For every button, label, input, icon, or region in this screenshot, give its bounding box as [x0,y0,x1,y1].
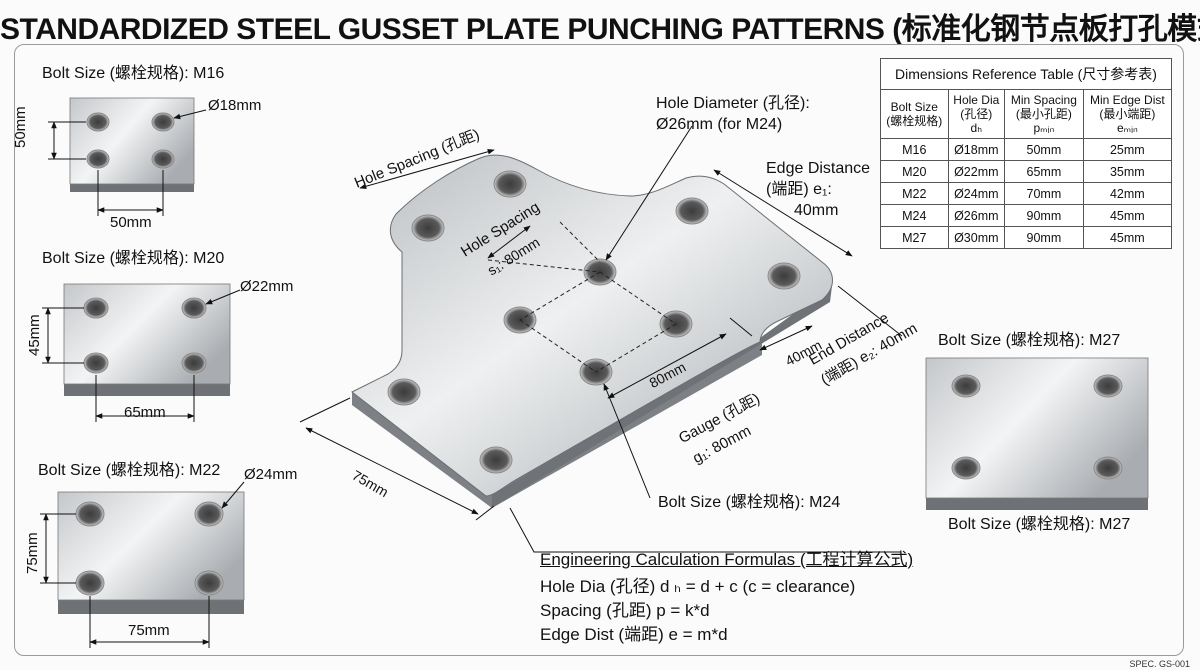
label-bolt-m24: Bolt Size (螺栓规格): M24 [658,494,841,511]
table-cell: Ø30mm [947,226,1006,249]
formula-hole-dia: Hole Dia (孔径) d ₕ = d + c (c = clearance… [540,577,856,596]
dim-m20-vertical: 45mm [26,314,43,356]
formulas-heading: Engineering Calculation Formulas (工程计算公式… [540,550,914,569]
page-title: STANDARDIZED STEEL GUSSET PLATE PUNCHING… [0,13,1200,46]
dim-m22-horizontal: 75mm [128,622,170,639]
dim-m22-vertical: 75mm [24,532,41,574]
table-cell: M22 [880,182,949,205]
table-cell: Ø26mm [947,204,1006,227]
label-bolt-m27-bottom: Bolt Size (螺栓规格): M27 [948,516,1131,533]
label-bolt-m27-top: Bolt Size (螺栓规格): M27 [938,332,1121,349]
dim-m16-horizontal: 50mm [110,214,152,231]
table-header-cell: Hole Dia(孔径)dₕ [947,89,1006,139]
drawing-frame [14,44,1184,656]
table-cell: M20 [880,160,949,183]
holes-m20 [83,297,207,374]
table-cell: 90mm [1004,226,1084,249]
table-header-cell: Min Spacing(最小孔距)pₘᵢₙ [1004,89,1084,139]
gusset-plate-m24 [299,125,903,553]
table-cell: Ø24mm [947,182,1006,205]
dimensions-reference-table: Dimensions Reference Table (尺寸参考表) Bolt … [880,58,1173,249]
spec-code: SPEC. GS-001 [1129,659,1190,669]
plate-m27 [925,357,1149,510]
hole-label-m22: Ø24mm [244,466,298,483]
label-bolt-m22: Bolt Size (螺栓规格): M22 [38,462,221,479]
label-edge-distance: Edge Distance [766,160,871,177]
value-hole-diameter: Ø26mm (for M24) [656,116,783,133]
dim-m20-horizontal: 65mm [124,404,166,421]
label-bolt-m20: Bolt Size (螺栓规格): M20 [42,250,225,267]
table-cell: 90mm [1004,204,1084,227]
table-caption: Dimensions Reference Table (尺寸参考表) [880,58,1172,89]
holes-m22 [75,501,224,596]
formula-spacing: Spacing (孔距) p = k*d [540,601,710,620]
table-cell: 35mm [1082,160,1173,183]
label-bolt-m16: Bolt Size (螺栓规格): M16 [42,65,225,82]
dim-m16-vertical: 50mm [12,106,29,148]
value-edge-distance: (端距) e₁: [766,181,832,198]
table-cell: 42mm [1082,182,1173,205]
table-cell: 70mm [1004,182,1084,205]
table-cell: 25mm [1082,138,1173,161]
table-cell: 45mm [1082,226,1173,249]
value-edge-distance-mm: 40mm [794,202,839,219]
table-cell: M16 [880,138,949,161]
table-header-row: Bolt Size(螺栓规格) Hole Dia(孔径)dₕ Min Spaci… [880,89,1173,139]
table-cell: M27 [880,226,949,249]
holes-m24 [387,170,801,474]
formula-edge-dist: Edge Dist (端距) e = m*d [540,625,728,644]
table-cell: 65mm [1004,160,1084,183]
table-cell: M24 [880,204,949,227]
plate-m22 [40,481,245,648]
table-cell: Ø22mm [947,160,1006,183]
table-cell: Ø18mm [947,138,1006,161]
holes-m27 [951,374,1123,480]
label-hole-diameter: Hole Diameter (孔径): [656,95,810,112]
table-header-cell: Min Edge Dist(最小端距)eₘᵢₙ [1082,89,1173,139]
holes-m16 [86,112,175,169]
table-cell: 50mm [1004,138,1084,161]
plate-m16 [48,97,207,216]
hole-label-m20: Ø22mm [240,278,294,295]
hole-label-m16: Ø18mm [208,97,262,114]
table-cell: 45mm [1082,204,1173,227]
table-header-cell: Bolt Size(螺栓规格) [880,89,949,139]
plate-m20 [42,283,241,422]
